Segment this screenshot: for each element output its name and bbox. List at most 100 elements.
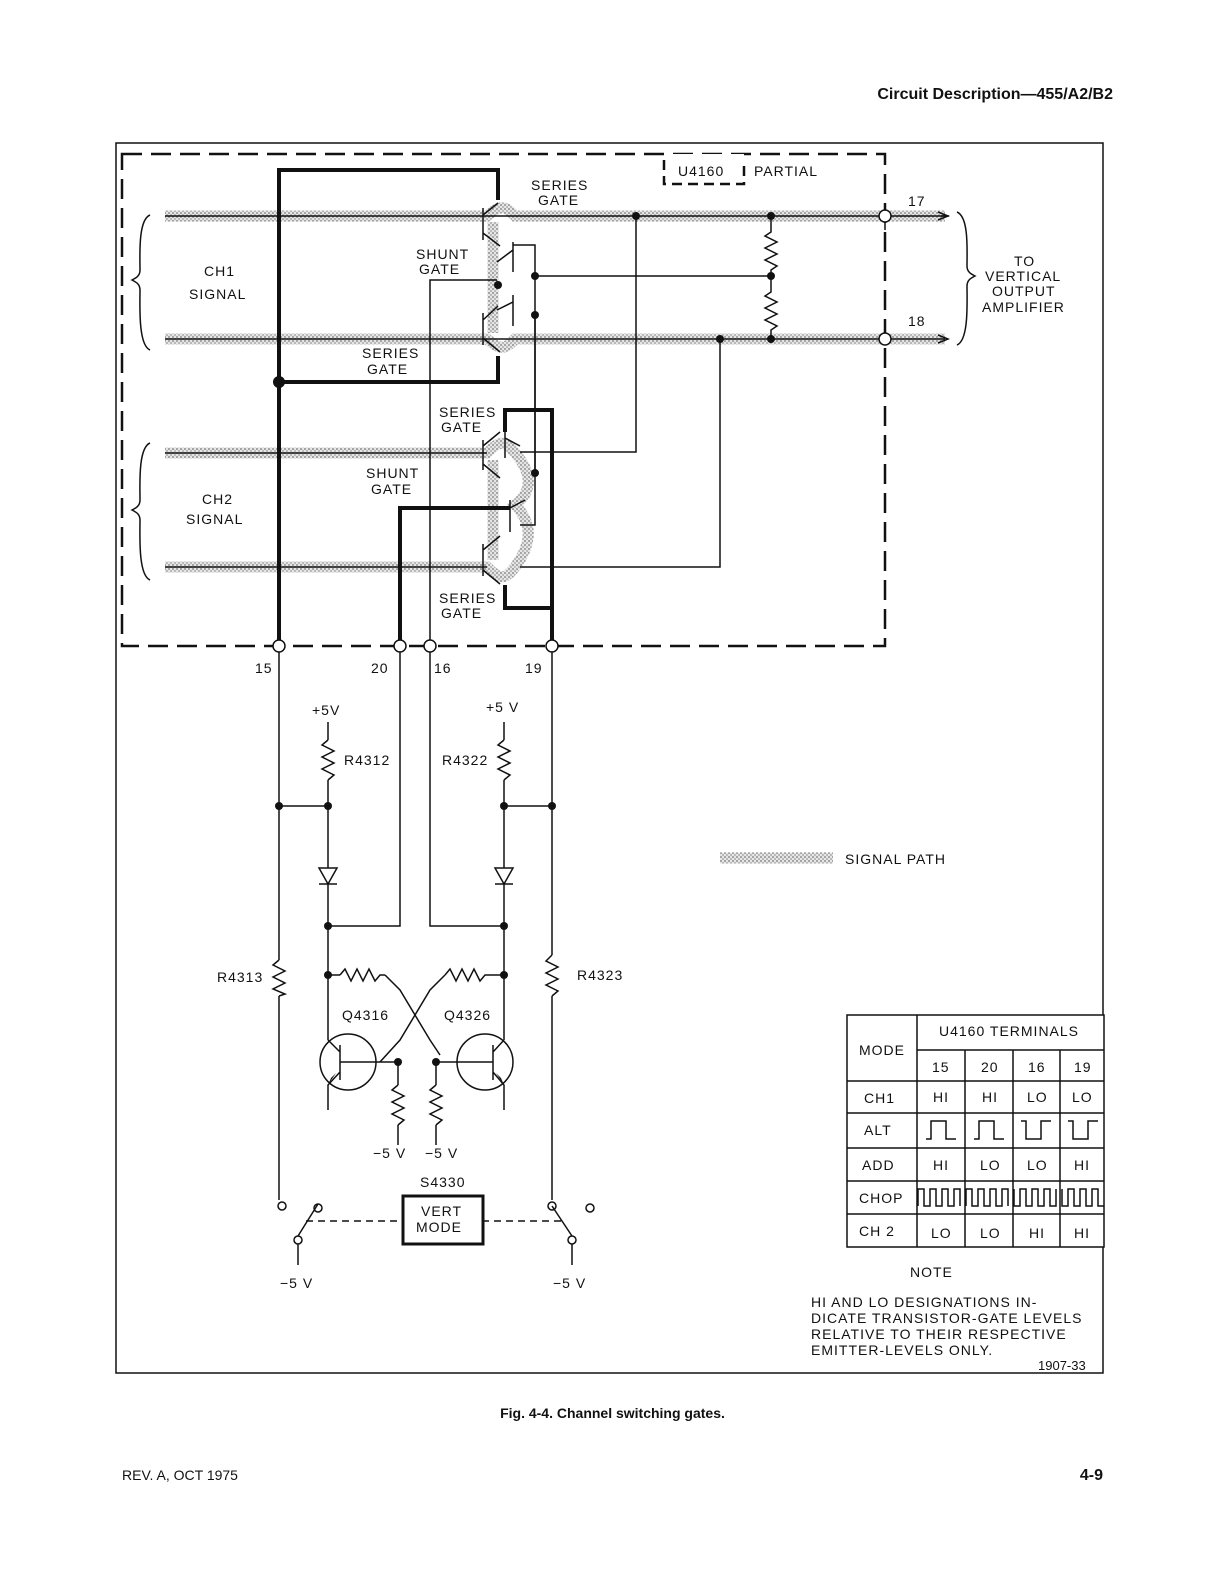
label-note-title: NOTE xyxy=(910,1264,953,1280)
vert-mode-switch xyxy=(277,1194,595,1265)
chop-wave-16 xyxy=(1013,1188,1057,1207)
table-row-alt: ALT xyxy=(864,1122,892,1138)
page-number: 4-9 xyxy=(1079,1467,1103,1484)
table-cell: LO xyxy=(931,1225,952,1241)
label-r4313: R4313 xyxy=(217,969,263,985)
table-row-ch2: CH 2 xyxy=(859,1223,895,1239)
lower-resistors xyxy=(271,739,560,1126)
diodes xyxy=(317,867,515,886)
label-shunt-gate-b1: SHUNT xyxy=(366,465,419,481)
label-series-gate-d2: GATE xyxy=(441,605,482,621)
label-r4312: R4312 xyxy=(344,752,390,768)
table-cell: LO xyxy=(1027,1157,1048,1173)
label-note-line-3: RELATIVE TO THEIR RESPECTIVE xyxy=(811,1326,1067,1342)
label-series-gate-b2: GATE xyxy=(367,361,408,377)
truth-table: MODE U4160 TERMINALS 15 20 16 19 CH1 HI … xyxy=(846,1014,1105,1248)
figure-frame xyxy=(115,142,1104,1374)
table-cell: LO xyxy=(980,1157,1001,1173)
label-plus5v-right: +5 V xyxy=(486,699,519,715)
label-series-gate-c2: GATE xyxy=(441,419,482,435)
u4160-boundary xyxy=(120,152,887,648)
label-vertical: VERTICAL xyxy=(985,268,1061,284)
alt-wave-16 xyxy=(1021,1120,1051,1140)
label-note-line-1: HI AND LO DESIGNATIONS IN- xyxy=(811,1294,1037,1310)
table-cell: LO xyxy=(1072,1089,1093,1105)
label-pin-17: 17 xyxy=(908,193,926,209)
divider-resistors xyxy=(763,216,779,339)
label-minus5v-right: −5 V xyxy=(553,1275,586,1291)
transistor-q4326 xyxy=(436,1033,514,1110)
r4323-symbol xyxy=(544,954,560,997)
lower-circuit-wires xyxy=(275,652,556,1200)
label-partial: PARTIAL xyxy=(754,163,818,179)
chop-wave-15 xyxy=(917,1188,961,1207)
label-pin-16: 16 xyxy=(434,660,452,676)
table-cell: HI xyxy=(933,1157,949,1173)
r4322-symbol xyxy=(496,739,512,781)
label-ch1-signal: SIGNAL xyxy=(189,286,246,302)
label-mode: MODE xyxy=(416,1219,462,1235)
label-shunt-gate-a1: SHUNT xyxy=(416,246,469,262)
base-resistor-left xyxy=(339,967,385,983)
label-ch2: CH2 xyxy=(202,491,233,507)
alt-wave-15 xyxy=(926,1120,956,1140)
label-signal-path: SIGNAL PATH xyxy=(845,851,946,867)
label-minus5v-b: −5 V xyxy=(425,1145,458,1161)
table-cell: HI xyxy=(1074,1225,1090,1241)
schematic-labels: U4160 PARTIAL SERIES GATE SHUNT GATE SER… xyxy=(186,163,1086,1373)
label-r4323: R4323 xyxy=(577,967,623,983)
r4313-symbol xyxy=(271,959,288,997)
gate-transistors xyxy=(482,202,526,585)
table-cell: HI xyxy=(933,1089,949,1105)
table-row-chop: CHOP xyxy=(859,1190,903,1206)
transistor-q4316 xyxy=(319,1033,398,1110)
label-series-gate-c1: SERIES xyxy=(439,404,496,420)
table-cell: HI xyxy=(982,1089,998,1105)
label-minus5v-a: −5 V xyxy=(373,1145,406,1161)
table-col-15: 15 xyxy=(932,1059,950,1075)
label-pin-18: 18 xyxy=(908,313,926,329)
label-plus5v-left: +5V xyxy=(312,702,340,718)
label-to: TO xyxy=(1014,253,1035,269)
label-shunt-gate-b2: GATE xyxy=(371,481,412,497)
label-ch2-signal: SIGNAL xyxy=(186,511,243,527)
label-q4326: Q4326 xyxy=(444,1007,491,1023)
braces xyxy=(130,211,977,581)
table-terminals-header: U4160 TERMINALS xyxy=(939,1023,1079,1039)
label-note-line-4: EMITTER-LEVELS ONLY. xyxy=(811,1342,993,1358)
label-series-gate-a2: GATE xyxy=(538,192,579,208)
table-cell: LO xyxy=(1027,1089,1048,1105)
u4160-pins xyxy=(272,639,559,653)
table-col-19: 19 xyxy=(1074,1059,1092,1075)
output-terminals xyxy=(878,209,949,346)
vert-mode-box xyxy=(401,1194,485,1246)
table-mode-header: MODE xyxy=(859,1042,905,1058)
label-amplifier: AMPLIFIER xyxy=(982,299,1065,315)
table-cell: HI xyxy=(1074,1157,1090,1173)
label-series-gate-b1: SERIES xyxy=(362,345,419,361)
label-shunt-gate-a2: GATE xyxy=(419,261,460,277)
signal-wires xyxy=(165,211,951,568)
label-series-gate-d1: SERIES xyxy=(439,590,496,606)
alt-wave-19 xyxy=(1068,1120,1098,1140)
label-ch1: CH1 xyxy=(204,263,235,279)
revision-footer: REV. A, OCT 1975 xyxy=(122,1467,238,1483)
base-resistor-right xyxy=(444,967,490,983)
table-row-ch1: CH1 xyxy=(864,1090,895,1106)
gate-control-wires xyxy=(273,168,554,643)
label-vert: VERT xyxy=(421,1203,462,1219)
label-u4160: U4160 xyxy=(678,163,724,179)
alt-wave-20 xyxy=(974,1120,1004,1140)
label-s4330: S4330 xyxy=(420,1174,465,1190)
table-col-16: 16 xyxy=(1028,1059,1046,1075)
label-pin-20: 20 xyxy=(371,660,389,676)
label-output: OUTPUT xyxy=(992,283,1056,299)
label-pin-19: 19 xyxy=(525,660,543,676)
table-row-add: ADD xyxy=(862,1157,895,1173)
table-cell: LO xyxy=(980,1225,1001,1241)
table-cell: HI xyxy=(1029,1225,1045,1241)
signal-paths xyxy=(165,202,945,864)
chop-wave-20 xyxy=(965,1188,1009,1207)
label-minus5v-left: −5 V xyxy=(280,1275,313,1291)
